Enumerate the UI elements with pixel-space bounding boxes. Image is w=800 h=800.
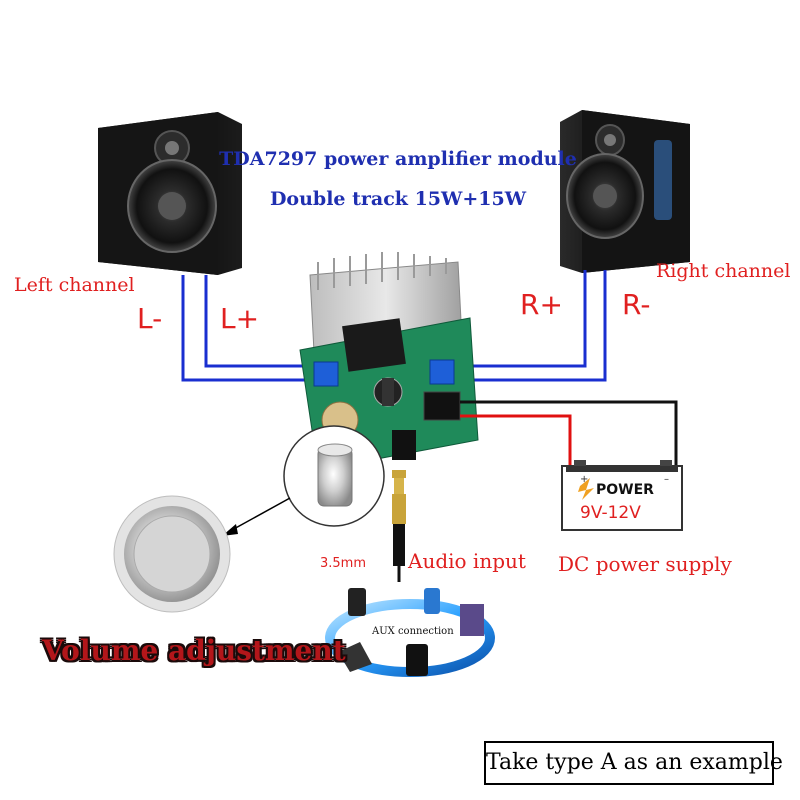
- l-minus-label: L-: [137, 302, 162, 335]
- right-speaker: [560, 110, 690, 273]
- r-plus-label: R+: [520, 288, 563, 321]
- aux-connection-label: AUX connection: [372, 626, 454, 637]
- battery-voltage: 9V-12V: [580, 503, 641, 523]
- r-minus-label: R-: [622, 288, 650, 321]
- svg-text:–: –: [664, 474, 669, 485]
- audio-input-label: Audio input: [408, 549, 526, 573]
- battery-brand: POWER: [596, 482, 654, 498]
- dc-power-label: DC power supply: [558, 552, 732, 576]
- l-plus-label: L+: [220, 302, 259, 335]
- title-line-2: Double track 15W+15W: [218, 188, 578, 210]
- left-channel-label: Left channel: [14, 274, 135, 296]
- jack-size-label: 3.5mm: [320, 556, 366, 571]
- power-wires: [460, 402, 676, 470]
- title-line-1: TDA7297 power amplifier module: [218, 148, 578, 170]
- metal-volume-button: [114, 496, 230, 612]
- audio-plug: [392, 470, 406, 582]
- right-channel-label: Right channel: [656, 260, 790, 282]
- volume-knob-magnifier: [222, 426, 384, 536]
- svg-text:+: +: [580, 474, 588, 485]
- volume-adjustment-label: Volume adjustment: [42, 634, 346, 667]
- example-note: Take type A as an example: [484, 741, 774, 785]
